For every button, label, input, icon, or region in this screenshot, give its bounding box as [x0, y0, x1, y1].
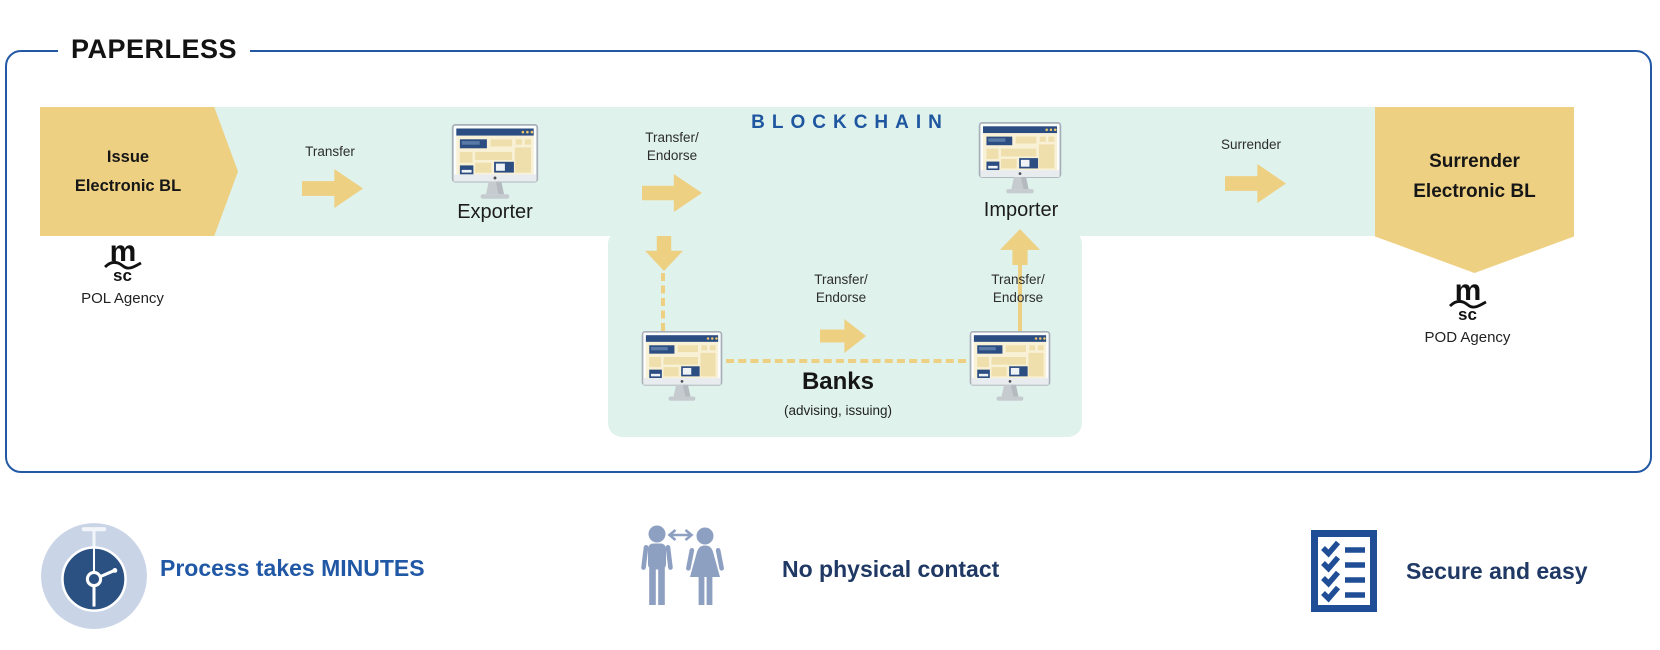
social-distance-icon	[636, 524, 740, 620]
benefit-secure-label: Secure and easy	[1406, 558, 1588, 584]
issue-electronic-bl-block: Issue Electronic BL	[40, 107, 238, 236]
importer-computer-icon	[977, 122, 1063, 198]
checklist-icon	[1310, 529, 1378, 613]
dashed-connector-horizontal	[726, 359, 966, 363]
pol-agency: m sc POL Agency	[60, 235, 185, 308]
blockchain-band	[40, 107, 1574, 236]
transfer-label: Transfer	[305, 144, 355, 159]
msc-logo-sc: sc	[1458, 305, 1477, 324]
bank-advising-computer-icon	[640, 331, 724, 403]
benefit-minutes-label: Process takes MINUTES	[160, 555, 425, 581]
surrender-electronic-bl-block: Surrender Electronic BL	[1375, 107, 1574, 273]
pol-agency-label: POL Agency	[81, 290, 164, 307]
issue-line2: Electronic BL	[74, 176, 182, 195]
blockchain-label: BLOCKCHAIN	[751, 112, 949, 133]
transfer-endorse-label-importer: Transfer/ Endorse	[991, 272, 1045, 306]
msc-logo-pod-icon: m sc	[1385, 274, 1550, 324]
bank-issuing-computer-icon	[968, 331, 1052, 403]
importer-label: Importer	[983, 199, 1059, 221]
transfer-endorse-label-exporter: Transfer/ Endorse	[645, 130, 699, 164]
msc-logo-wave	[103, 260, 142, 270]
msc-logo-sc: sc	[113, 266, 132, 285]
surrender-line1: Surrender	[1429, 151, 1520, 172]
stopwatch-icon	[38, 519, 150, 631]
pod-agency-label: POD Agency	[1424, 329, 1511, 346]
surrender-label: Surrender	[1220, 137, 1282, 152]
exporter-label: Exporter	[457, 201, 533, 223]
paperless-frame-border	[5, 50, 1652, 473]
issue-line1: Issue	[106, 148, 150, 167]
msc-logo-pol-icon: m sc	[60, 235, 185, 285]
paperless-title: PAPERLESS	[58, 34, 251, 65]
surrender-line2: Electronic BL	[1413, 181, 1536, 203]
benefit-contact-label: No physical contact	[782, 556, 1000, 582]
msc-logo-m: m	[1454, 274, 1482, 307]
banks-title: Banks	[801, 368, 875, 395]
banks-subtitle: (advising, issuing)	[783, 403, 893, 418]
exporter-computer-icon	[450, 124, 540, 201]
dashed-connector-vertical-left	[661, 273, 665, 331]
solid-connector-vertical-right	[1018, 263, 1022, 333]
pod-agency: m sc POD Agency	[1385, 274, 1550, 347]
transfer-endorse-label-banks: Transfer/ Endorse	[814, 272, 868, 306]
msc-logo-wave	[1448, 299, 1487, 309]
msc-logo-m: m	[109, 235, 137, 268]
